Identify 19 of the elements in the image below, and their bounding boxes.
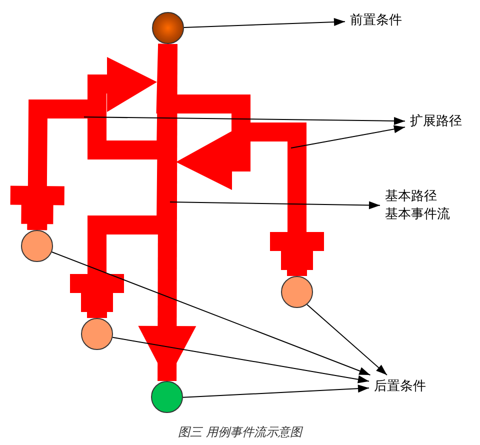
end-circle [281,276,313,308]
end-circle [151,381,183,413]
leader-line [112,336,370,384]
end-circle [81,318,113,350]
leader-line [182,384,370,398]
leader-line [84,116,406,125]
path-label: 基本事件流 [385,206,450,223]
path-label: 基本路径 [385,188,438,205]
start-circle [152,12,184,44]
leader-line [170,201,380,210]
end-circle [21,230,53,262]
condition-label: 前置条件 [350,12,402,29]
caption: 图三 用例事件流示意图 [178,425,302,439]
leader-line [51,252,371,376]
condition-label: 后置条件 [374,378,426,395]
leader-line [290,125,406,148]
leader-line [184,18,346,28]
leader-line [306,304,388,376]
path-label: 扩展路径 [410,113,462,130]
